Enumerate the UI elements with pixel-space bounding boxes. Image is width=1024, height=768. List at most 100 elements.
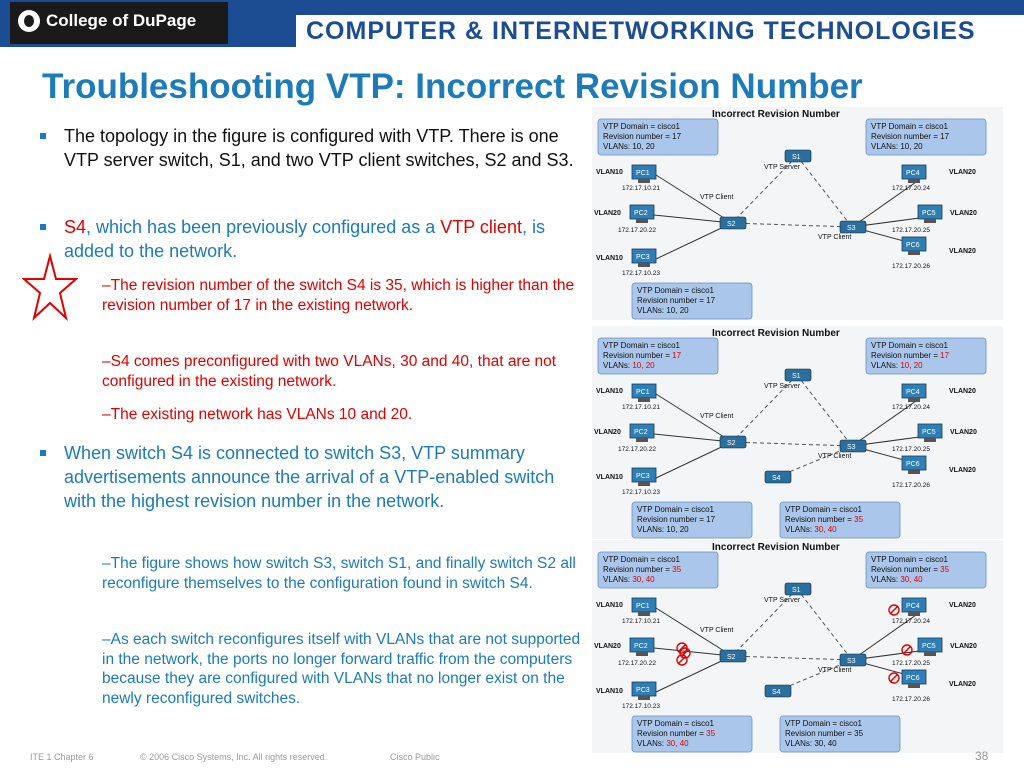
vlans-line: VLANs: 30, 40 bbox=[785, 739, 837, 748]
blocked-port-icon bbox=[679, 647, 691, 659]
bullet-marker bbox=[40, 450, 46, 456]
pc-base-icon bbox=[924, 438, 936, 442]
pc-ip-address: 172.17.20.25 bbox=[892, 660, 930, 667]
revision-label: Revision number = bbox=[637, 729, 706, 738]
pc-vlan-label: VLAN20 bbox=[949, 602, 976, 609]
revision-value: 17 bbox=[940, 351, 949, 360]
pc-vlan-label: VLAN20 bbox=[949, 467, 976, 474]
pc-label: PC1 bbox=[636, 389, 650, 396]
pc-label: PC4 bbox=[906, 389, 920, 396]
vlans-line: VLANs: 10, 20 bbox=[871, 361, 923, 370]
pc-label: PC3 bbox=[636, 473, 650, 480]
access-link bbox=[851, 174, 927, 228]
vlans-label: VLANs: bbox=[637, 525, 666, 534]
pc-vlan-label: VLAN20 bbox=[950, 429, 977, 436]
revision-value: 17 bbox=[706, 296, 715, 305]
slide-title: Troubleshooting VTP: Incorrect Revision … bbox=[42, 67, 863, 106]
vlans-value: 30, 40 bbox=[666, 739, 689, 748]
trunk-link bbox=[731, 441, 853, 447]
pc-label: PC1 bbox=[636, 170, 650, 177]
switch-s3-icon bbox=[839, 653, 867, 667]
switch-s4-label: S4 bbox=[772, 475, 781, 482]
switch-s2-icon bbox=[719, 216, 747, 230]
pc-label: PC5 bbox=[922, 429, 936, 436]
switch-s4-icon bbox=[764, 470, 792, 484]
access-link bbox=[655, 393, 733, 443]
revision-line: Revision number = 35 bbox=[637, 729, 716, 738]
switch-s3-label: S3 bbox=[847, 225, 856, 232]
vlans-value: 10, 20 bbox=[900, 142, 923, 151]
vtp-info-box-bg bbox=[597, 551, 719, 589]
pc-base-icon bbox=[636, 219, 648, 223]
vlans-value: 30, 40 bbox=[900, 575, 923, 584]
pc-vlan-label: VLAN20 bbox=[594, 429, 621, 436]
vlans-line: VLANs: 10, 20 bbox=[637, 525, 689, 534]
vtp-info-box-bg bbox=[631, 501, 753, 539]
vtp-domain: VTP Domain = cisco1 bbox=[637, 719, 715, 728]
pc-ip-address: 172.17.20.22 bbox=[618, 227, 656, 234]
pc-vlan-label: VLAN10 bbox=[596, 602, 623, 609]
blocked-port-slash bbox=[678, 656, 686, 664]
revision-line: Revision number = 35 bbox=[871, 565, 950, 574]
access-link bbox=[653, 433, 733, 443]
page-number: 38 bbox=[975, 749, 989, 763]
vtp-server-label: VTP Server bbox=[764, 383, 801, 390]
revision-label: Revision number = bbox=[603, 132, 672, 141]
pc-ip-address: 172.17.20.22 bbox=[618, 660, 656, 667]
pc-base-icon bbox=[908, 398, 920, 402]
pc-base-icon bbox=[638, 263, 650, 267]
pc-vlan-label: VLAN10 bbox=[596, 169, 623, 176]
pc-base-icon bbox=[636, 438, 648, 442]
access-link bbox=[653, 647, 733, 657]
revision-label: Revision number = bbox=[871, 132, 940, 141]
figure-title: Incorrect Revision Number bbox=[712, 542, 840, 553]
revision-line: Revision number = 35 bbox=[603, 565, 682, 574]
vtp-domain: VTP Domain = cisco1 bbox=[871, 555, 949, 564]
vlans-line: VLANs: 30, 40 bbox=[603, 575, 655, 584]
revision-line: Revision number = 17 bbox=[603, 132, 682, 141]
vlans-value: 10, 20 bbox=[632, 361, 655, 370]
switch-s3-label: S3 bbox=[847, 658, 856, 665]
bullet-text: When switch S4 is connected to switch S3… bbox=[64, 443, 555, 511]
footer-chapter: ITE 1 Chapter 6 bbox=[30, 752, 94, 762]
switch-s2-label: S2 bbox=[727, 221, 736, 228]
department-banner: COMPUTER & INTERNETWORKING TECHNOLOGIES bbox=[296, 13, 1024, 47]
vlans-value: 10, 20 bbox=[900, 361, 923, 370]
vlans-line: VLANs: 30, 40 bbox=[871, 575, 923, 584]
blocked-port-icon bbox=[901, 644, 913, 656]
pc-vlan-label: VLAN20 bbox=[949, 388, 976, 395]
bullet-text: The topology in the figure is configured… bbox=[64, 126, 574, 170]
vtp-info-box-bg bbox=[865, 118, 987, 156]
revision-line: Revision number = 17 bbox=[871, 351, 950, 360]
pc-base-icon bbox=[908, 179, 920, 183]
pc-label: PC4 bbox=[906, 603, 920, 610]
vlans-line: VLANs: 10, 20 bbox=[871, 142, 923, 151]
bullet-marker bbox=[40, 224, 46, 230]
vlans-line: VLANs: 10, 20 bbox=[637, 306, 689, 315]
vtp-client-label: VTP Client bbox=[700, 627, 733, 634]
vtp-domain: VTP Domain = cisco1 bbox=[871, 341, 949, 350]
pc-vlan-label: VLAN20 bbox=[950, 210, 977, 217]
pc-label: PC6 bbox=[906, 675, 920, 682]
footer-copyright: © 2006 Cisco Systems, Inc. All rights re… bbox=[140, 752, 328, 762]
vtp-server-label: VTP Server bbox=[764, 164, 801, 171]
pc-label: PC6 bbox=[906, 242, 920, 249]
pc-label: PC2 bbox=[634, 210, 648, 217]
switch-s2-label: S2 bbox=[727, 440, 736, 447]
pc-label: PC2 bbox=[634, 429, 648, 436]
revision-label: Revision number = bbox=[603, 565, 672, 574]
revision-value: 17 bbox=[672, 132, 681, 141]
college-logo: College of DuPage bbox=[10, 2, 228, 44]
pc-vlan-label: VLAN20 bbox=[950, 643, 977, 650]
trunk-link bbox=[796, 374, 853, 447]
